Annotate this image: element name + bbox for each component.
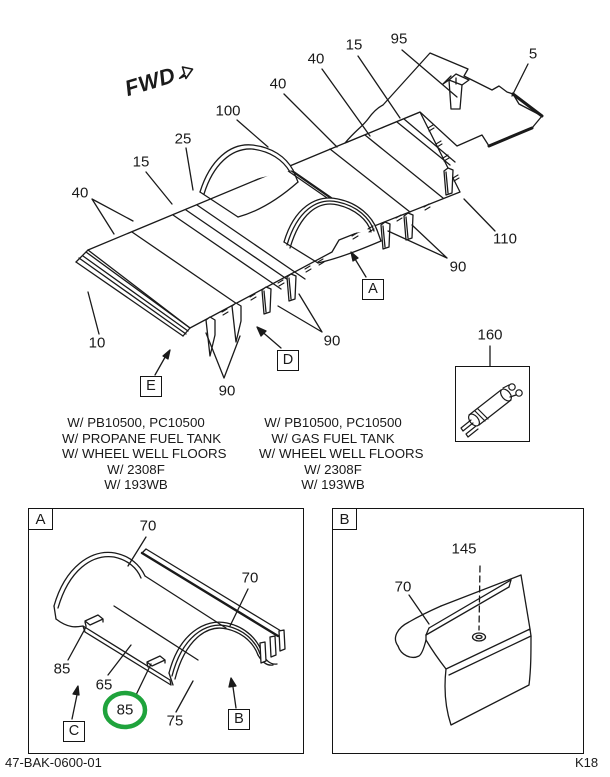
- callout-40-a: 40: [269, 75, 287, 93]
- clip-tick-marks: [221, 124, 460, 316]
- panel-5: [344, 52, 544, 148]
- callout-40-left: 40: [71, 184, 89, 202]
- callout-110: 110: [493, 230, 517, 248]
- fwd-arrow-icon: [178, 65, 193, 79]
- view-ref-b: B: [228, 709, 250, 730]
- callout-85-circled: 85: [116, 701, 134, 719]
- view-ref-a: A: [362, 279, 384, 300]
- view-ref-c: C: [63, 721, 85, 742]
- callout-85-left: 85: [53, 660, 71, 678]
- fwd-direction-label: FWD: [122, 56, 199, 102]
- config-note-propane: W/ PB10500, PC10500 W/ PROPANE FUEL TANK…: [62, 415, 227, 493]
- callout-145: 145: [451, 540, 477, 558]
- view-ref-e: E: [140, 376, 162, 397]
- callout-15-top: 15: [345, 36, 363, 54]
- callout-100: 100: [215, 102, 241, 120]
- callout-70-top: 70: [139, 517, 157, 535]
- inset-box-160: [455, 366, 530, 442]
- note-line: W/ 193WB: [301, 477, 365, 493]
- note-line: W/ WHEEL WELL FLOORS: [259, 446, 424, 462]
- detail-view-a: A: [28, 508, 304, 754]
- callout-95: 95: [390, 30, 408, 48]
- detail-a-drawing: [53, 536, 286, 730]
- note-line: W/ WHEEL WELL FLOORS: [62, 446, 227, 462]
- figure-number: 47-BAK-0600-01: [5, 755, 102, 770]
- sill-panel-10: [75, 249, 191, 337]
- callout-15-left: 15: [132, 153, 150, 171]
- callout-25: 25: [174, 130, 192, 148]
- bracket-95: [442, 73, 470, 110]
- callout-160: 160: [477, 326, 503, 344]
- detail-b-corner-label: B: [333, 509, 357, 530]
- note-line: W/ 193WB: [104, 477, 168, 493]
- mounting-brackets: [205, 124, 460, 357]
- note-line: W/ PROPANE FUEL TANK: [62, 430, 222, 446]
- callout-70-right: 70: [241, 569, 259, 587]
- cylindrical-component-drawing: [460, 383, 523, 438]
- callout-70: 70: [394, 578, 412, 596]
- main-assembly-drawing: [75, 49, 544, 379]
- note-line: W/ 2308F: [304, 461, 362, 477]
- config-note-gas: W/ PB10500, PC10500 W/ GAS FUEL TANK W/ …: [259, 415, 424, 493]
- leader-lines: [87, 49, 529, 379]
- note-line: W/ 2308F: [107, 461, 165, 477]
- callout-90-right: 90: [449, 258, 467, 276]
- detail-view-b: B: [332, 508, 584, 754]
- view-ref-d: D: [277, 350, 299, 371]
- detail-a-corner-label: A: [29, 509, 53, 530]
- detail-b-drawing: [394, 565, 532, 726]
- callout-90-mid: 90: [323, 332, 341, 350]
- callout-90-left: 90: [218, 382, 236, 400]
- note-line: W/ GAS FUEL TANK: [271, 430, 395, 446]
- wheel-well-humps: [199, 144, 382, 264]
- callout-10: 10: [88, 334, 106, 352]
- callout-75: 75: [166, 712, 184, 730]
- highlight-circle: [102, 690, 148, 730]
- note-line: W/ PB10500, PC10500: [67, 415, 205, 430]
- callout-5: 5: [528, 45, 538, 63]
- note-line: W/ PB10500, PC10500: [264, 415, 402, 430]
- page-code: K18: [575, 755, 599, 770]
- callout-40-b: 40: [307, 50, 325, 68]
- callout-65: 65: [95, 676, 113, 694]
